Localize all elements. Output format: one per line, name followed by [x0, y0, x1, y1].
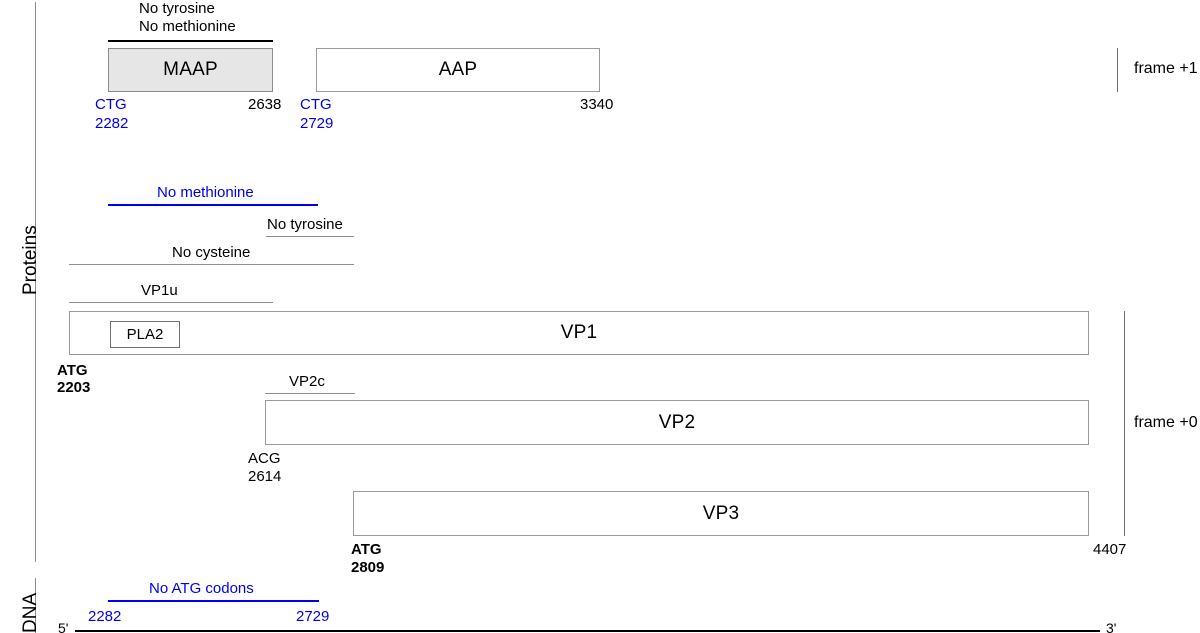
vp1-annotation-no-cysteine-bar — [69, 264, 354, 265]
aap-start-codon: CTG — [300, 96, 332, 113]
vp2-start-codon: ACG — [248, 450, 281, 467]
vp2-annotation-vp2c: VP2c — [289, 373, 325, 390]
dna-strand-line — [75, 630, 1100, 632]
aap-end-position: 3340 — [580, 96, 614, 113]
vp1-annotation-no-tyrosine: No tyrosine — [267, 216, 343, 233]
dna-annotation-bar — [108, 600, 319, 602]
proteins-section-rail — [35, 2, 36, 562]
maap-annotation-line1: No tyrosine — [139, 0, 215, 17]
aap-start-position: 2729 — [300, 115, 334, 132]
vp1-annotation-vp1u: VP1u — [141, 282, 178, 299]
vp1-annotation-no-tyrosine-bar — [266, 236, 354, 237]
orf-box-vp2[interactable]: VP2 — [265, 400, 1089, 445]
orf-box-aap[interactable]: AAP — [316, 48, 600, 92]
frame-plus0-label: frame +0 — [1134, 414, 1198, 431]
maap-end-position: 2638 — [248, 96, 282, 113]
dna-five-prime-marker: 5' — [58, 620, 69, 633]
vp3-end-position: 4407 — [1093, 541, 1127, 558]
vp1-start-codon: ATG — [57, 362, 88, 379]
vp2-start-position: 2614 — [248, 468, 282, 485]
orf-box-maap[interactable]: MAAP — [108, 48, 273, 92]
vp1-start-position: 2203 — [57, 379, 91, 396]
frame-plus0-rail — [1124, 311, 1125, 536]
maap-start-codon: CTG — [95, 96, 127, 113]
orf-box-vp3[interactable]: VP3 — [353, 491, 1089, 536]
vp1-annotation-no-cysteine: No cysteine — [172, 244, 251, 261]
dna-region-end-position: 2729 — [296, 608, 330, 625]
dna-section-label: DNA — [20, 592, 41, 633]
dna-annotation-no-atg-codons: No ATG codons — [149, 580, 254, 597]
maap-start-position: 2282 — [95, 115, 129, 132]
orf-box-vp1[interactable]: VP1 — [69, 311, 1089, 355]
frame-plus1-label: frame +1 — [1134, 60, 1198, 77]
vp3-start-codon: ATG — [351, 541, 382, 558]
maap-annotation-bar — [108, 40, 273, 42]
frame-plus1-rail — [1117, 48, 1118, 92]
domain-box-pla2[interactable]: PLA2 — [110, 321, 180, 348]
maap-annotation-line2: No methionine — [139, 18, 236, 35]
dna-region-start-position: 2282 — [88, 608, 122, 625]
vp3-start-position: 2809 — [351, 559, 385, 576]
vp2-annotation-vp2c-bar — [265, 393, 355, 394]
proteins-section-label: Proteins — [20, 225, 41, 295]
dna-three-prime-marker: 3' — [1106, 620, 1117, 633]
dna-section-rail — [35, 578, 36, 633]
vp1-annotation-no-methionine-bar — [108, 204, 318, 206]
vp1-annotation-no-methionine: No methionine — [157, 184, 254, 201]
vp1-annotation-vp1u-bar — [69, 302, 273, 303]
